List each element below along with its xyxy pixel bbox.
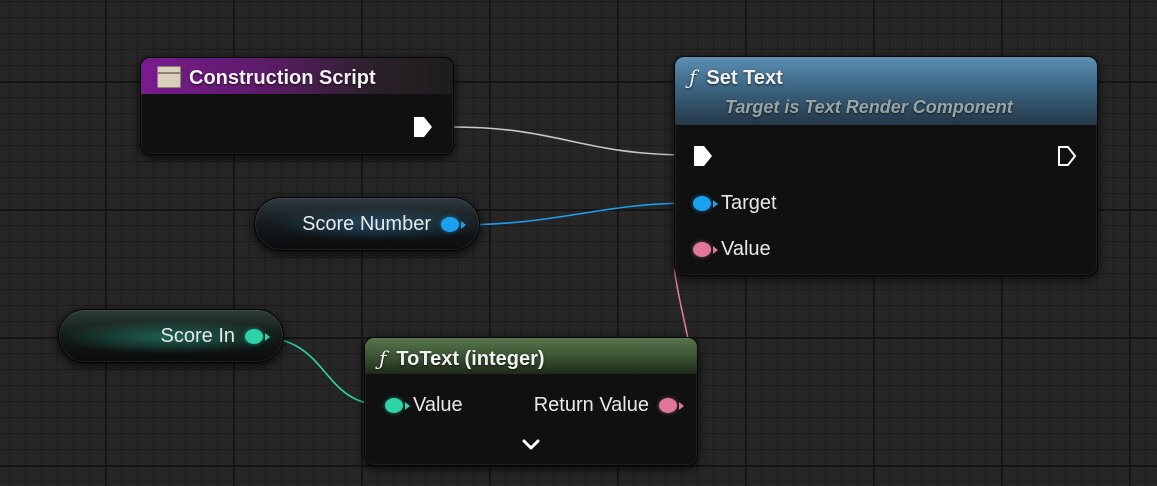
score-number-variable-node[interactable]: Score Number — [254, 197, 480, 251]
value-input-pin[interactable]: Value — [385, 394, 463, 417]
value-input-pin[interactable]: Value — [693, 238, 771, 261]
set-text-node[interactable]: ƒ Set Text Target is Text Render Componen… — [674, 56, 1098, 276]
text-pin-icon — [693, 242, 718, 257]
node-subtitle: Target is Text Render Component — [725, 97, 1013, 117]
node-header[interactable]: ƒ Set Text Target is Text Render Componen… — [675, 57, 1097, 125]
pin-label: Value — [413, 394, 463, 416]
object-pin-icon — [693, 196, 718, 211]
function-icon: ƒ — [689, 65, 697, 89]
text-pin-icon — [659, 398, 684, 413]
score-number-target-wire[interactable] — [455, 202, 693, 226]
object-pin-icon[interactable] — [441, 216, 466, 232]
exec-input-pin-icon[interactable] — [693, 145, 713, 167]
node-header[interactable]: ƒ ToText (integer) — [365, 338, 697, 374]
pin-label: Return Value — [533, 394, 649, 416]
pin-label: Target — [721, 192, 777, 214]
to-text-integer-node[interactable]: ƒ ToText (integer) Value Return Value — [364, 337, 698, 466]
chevron-down-icon[interactable] — [521, 438, 541, 452]
construction-script-node[interactable]: Construction Script — [140, 57, 454, 155]
exec-output-pin-icon[interactable] — [413, 116, 433, 138]
pin-label: Value — [721, 238, 771, 260]
node-title: ToText (integer) — [396, 348, 545, 370]
variable-label: Score Number — [302, 212, 431, 235]
node-title: Construction Script — [189, 67, 376, 89]
target-input-pin[interactable]: Target — [693, 192, 777, 215]
integer-pin-icon[interactable] — [245, 328, 270, 344]
exec-wire[interactable] — [451, 126, 691, 156]
variable-label: Score In — [160, 324, 235, 347]
return-value-output-pin[interactable]: Return Value — [533, 394, 684, 417]
exec-output-pin-icon[interactable] — [1057, 145, 1077, 167]
node-header[interactable]: Construction Script — [141, 58, 453, 94]
integer-pin-icon — [385, 398, 410, 413]
node-title: Set Text — [706, 67, 783, 89]
score-in-variable-node[interactable]: Score In — [58, 309, 284, 363]
struct-icon — [157, 66, 181, 88]
function-icon: ƒ — [379, 346, 387, 370]
